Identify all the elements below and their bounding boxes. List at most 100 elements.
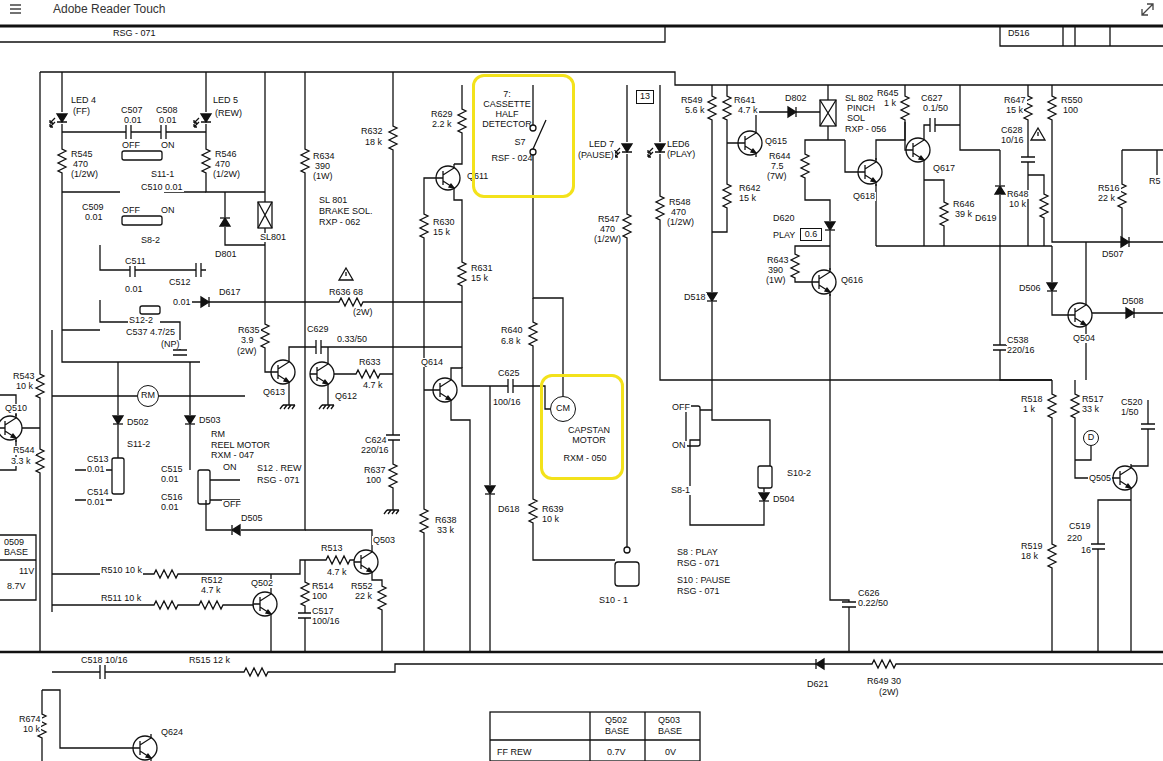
schematic-use (940, 198, 948, 228)
node-text: RSF - 024 (481, 154, 543, 164)
schematic-use (1113, 464, 1137, 492)
part-label: 0.01 (86, 498, 106, 507)
part-label: R649 30 (866, 677, 902, 686)
schematic-use (1047, 283, 1057, 291)
part-label: D504 (772, 495, 796, 504)
schematic-path (52, 574, 271, 652)
part-label: 0.01 (158, 116, 178, 125)
schematic-rect (112, 458, 124, 494)
schematic-use (791, 250, 799, 280)
part-label: OFF (121, 206, 141, 215)
part-label: FF REW (496, 748, 533, 757)
schematic-use (1126, 308, 1134, 318)
part-label: (NP) (160, 340, 181, 349)
schematic-path (1122, 150, 1163, 242)
highlight-box: CAPSTAN MOTOR RXM - 050 CM (540, 374, 624, 480)
part-label: 10 k (1008, 200, 1027, 209)
part-label: SL 801 (318, 196, 348, 205)
part-label: 0.33/50 (336, 335, 368, 344)
wires (0, 72, 1163, 761)
schematic-path (660, 85, 1052, 380)
schematic-path (42, 690, 133, 761)
schematic-use (196, 263, 201, 277)
schematic-rect (258, 202, 272, 228)
schematic-path (0, 25, 1163, 28)
schematic-rect (820, 100, 836, 126)
schematic-use (261, 320, 269, 350)
part-label: R510 10 k (100, 566, 143, 575)
part-label: C625 (497, 369, 521, 378)
schematic-use (316, 340, 321, 354)
part-label: R511 10 k (100, 594, 142, 603)
part-label: 0.01 (160, 475, 180, 484)
part-label: Q612 (334, 392, 358, 401)
schematic-use (1121, 237, 1129, 247)
part-label: 16 (1080, 546, 1092, 555)
part-label: (PAUSE) (577, 151, 615, 160)
schematic-use (352, 370, 382, 378)
schematic-use (1040, 190, 1048, 220)
schematic-use (436, 164, 460, 192)
part-label: ON (222, 463, 238, 472)
part-label: 470 (214, 160, 231, 169)
node-text: RXM - 050 (553, 454, 617, 464)
part-label: D620 (772, 214, 796, 223)
part-label: C508 (155, 106, 179, 115)
frame-lines (0, 4, 1163, 46)
part-label: (1W) (312, 172, 334, 181)
part-label: 7.5 (770, 162, 785, 171)
part-label: D506 (1018, 284, 1042, 293)
part-label: R547 (597, 215, 621, 224)
part-label: BASE (604, 727, 630, 736)
schematic-use (708, 92, 716, 122)
schematic-use (1071, 390, 1079, 420)
part-label: R631 (470, 264, 494, 273)
part-label: R5 (1148, 177, 1162, 186)
part-label: RXP - 062 (318, 218, 361, 227)
voltage-box: 0.6 (800, 228, 822, 241)
schematic-use (420, 505, 428, 535)
part-label: (2W) (878, 688, 900, 697)
part-label: R647 (1003, 96, 1027, 105)
schematic-path (0, 535, 36, 600)
schematic-path (62, 191, 206, 192)
wire-connector (533, 198, 563, 396)
part-label: D802 (784, 94, 808, 103)
part-label: OFF (671, 403, 691, 412)
schematic-use (202, 145, 210, 175)
part-label: D801 (214, 250, 238, 259)
part-label: C516 (160, 493, 184, 502)
schematic-path (206, 72, 305, 530)
schematic-use (36, 445, 44, 475)
part-label: Q503 (372, 536, 396, 545)
schematic-use (1068, 301, 1092, 329)
part-label: 0.01 (172, 298, 192, 307)
schematic-rect (615, 562, 639, 586)
part-label: Q616 (840, 276, 864, 285)
schematic-path (0, 651, 1163, 654)
part-label: 390 (767, 266, 784, 275)
reference-box: 13 (636, 90, 654, 104)
schematic-path (1075, 380, 1113, 478)
part-label: Q611 (466, 172, 489, 181)
part-label: 100 (365, 476, 382, 485)
motor-symbol: CM (550, 396, 576, 422)
schematic-rect (122, 216, 162, 225)
schematic-use (995, 186, 1005, 194)
schematic-path (1000, 27, 1163, 46)
schematic-path (62, 72, 200, 362)
part-label: D621 (806, 680, 830, 689)
part-label: D502 (126, 418, 150, 427)
part-label: 470 (670, 208, 687, 217)
part-label: 10/16 (1000, 136, 1025, 145)
schematic-use (319, 405, 334, 409)
schematic-use (842, 602, 856, 607)
part-label: (PLAY) (666, 150, 696, 159)
part-label: 0.01 (124, 285, 144, 294)
node-text: CAPSTAN MOTOR (560, 426, 618, 446)
part-label: C518 10/16 (80, 656, 129, 665)
part-label: R637 (363, 466, 387, 475)
schematic-path (905, 85, 1000, 150)
part-label: 100/16 (492, 398, 522, 407)
part-label: RM (210, 430, 226, 439)
